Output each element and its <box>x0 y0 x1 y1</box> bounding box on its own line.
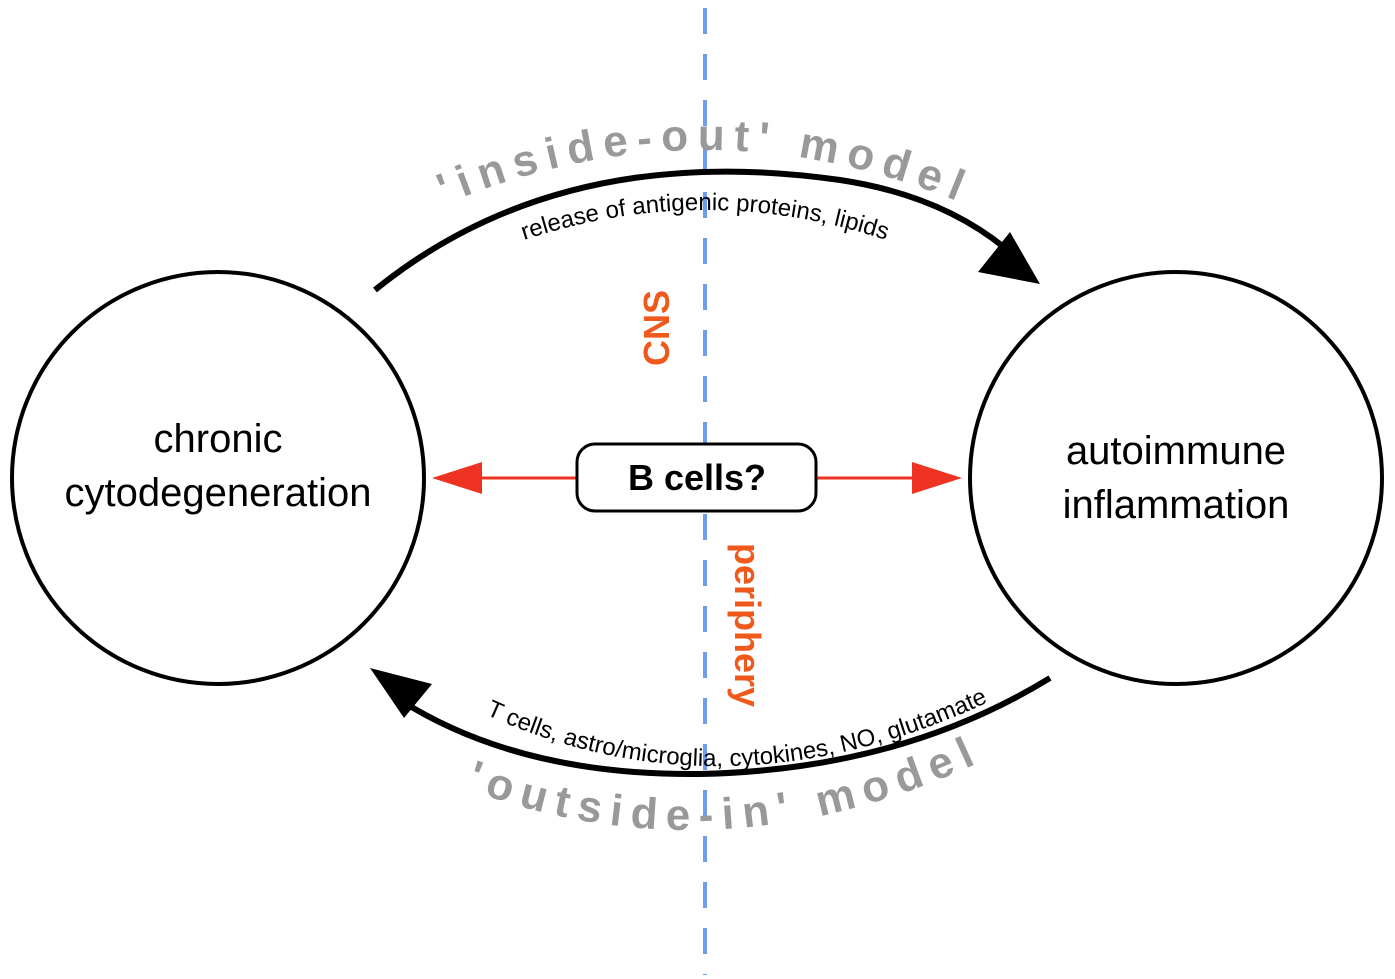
arrow-head <box>370 668 432 718</box>
arrow-head-left <box>432 462 482 494</box>
inside-out-arrow <box>373 168 1040 293</box>
node-chronic-cytodegeneration: chronic cytodegeneration <box>10 270 426 686</box>
region-label-periphery: periphery <box>727 543 768 707</box>
outside-in-arrow <box>370 668 1052 778</box>
node-label-line2: cytodegeneration <box>65 471 372 515</box>
b-cells-label: B cells? <box>628 457 766 498</box>
arrow-shaft <box>398 675 1052 778</box>
node-autoimmune-inflammation: autoimmune inflammation <box>968 270 1384 686</box>
node-label-line1: chronic <box>154 417 283 461</box>
region-label-cns: CNS <box>636 290 677 366</box>
node-circle <box>968 270 1384 686</box>
b-cells-double-arrow <box>432 462 962 494</box>
arrow-head <box>978 232 1040 284</box>
b-cells-box-border <box>575 442 818 513</box>
arrow-head-right <box>912 462 962 494</box>
node-label-line1: autoimmune <box>1066 429 1286 473</box>
node-label-line2: inflammation <box>1063 483 1290 527</box>
arrow-shaft <box>373 168 1007 293</box>
b-cells-box: B cells? <box>575 442 818 513</box>
node-circle <box>10 270 426 686</box>
